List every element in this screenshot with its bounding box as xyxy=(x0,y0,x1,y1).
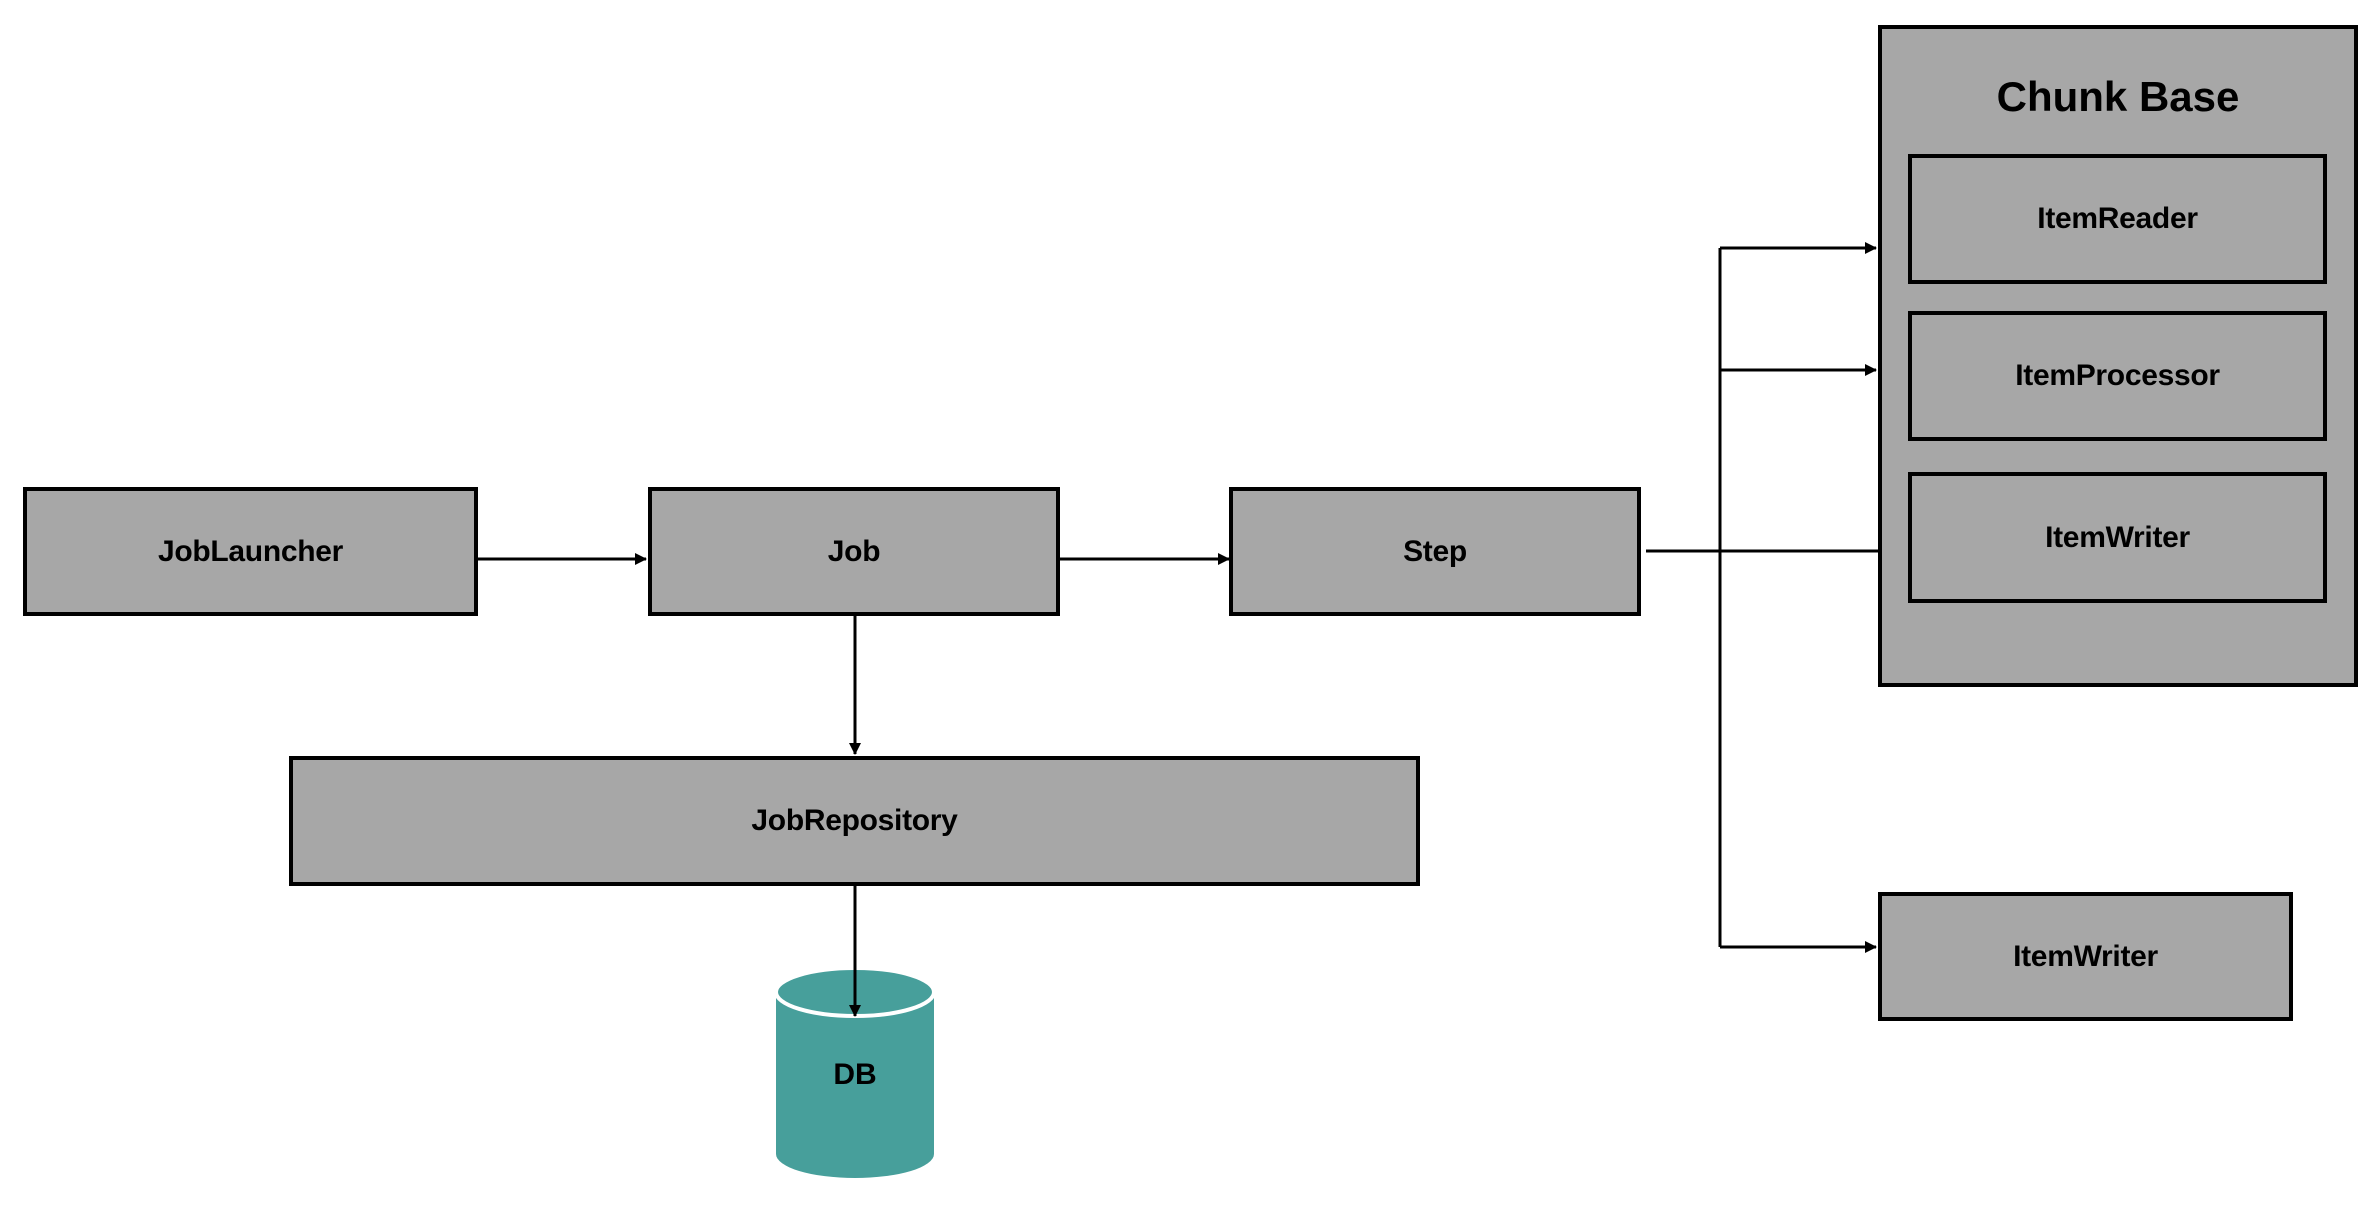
node-chunk-itemwriter[interactable]: ItemWriter xyxy=(1908,472,2327,603)
node-jobrepository[interactable]: JobRepository xyxy=(289,756,1420,886)
node-itemwriter[interactable]: ItemWriter xyxy=(1878,892,2293,1021)
node-itemreader[interactable]: ItemReader xyxy=(1908,154,2327,284)
node-chunk-itemwriter-label: ItemWriter xyxy=(2045,520,2190,554)
db-cylinder-icon xyxy=(774,966,936,1178)
node-jobrepository-label: JobRepository xyxy=(751,804,958,837)
node-itemwriter-label: ItemWriter xyxy=(2013,939,2158,973)
node-itemreader-label: ItemReader xyxy=(2037,202,2198,235)
node-joblauncher-label: JobLauncher xyxy=(157,534,344,568)
node-step[interactable]: Step xyxy=(1229,487,1641,616)
node-job-label: Job xyxy=(827,534,881,568)
group-chunk-base-title: Chunk Base xyxy=(1996,73,2240,120)
node-itemprocessor-label: ItemProcessor xyxy=(2015,359,2220,392)
node-joblauncher[interactable]: JobLauncher xyxy=(23,487,478,616)
node-db-label: DB xyxy=(833,1058,877,1091)
node-itemprocessor[interactable]: ItemProcessor xyxy=(1908,311,2327,441)
node-job[interactable]: Job xyxy=(648,487,1060,616)
node-step-label: Step xyxy=(1403,534,1467,568)
